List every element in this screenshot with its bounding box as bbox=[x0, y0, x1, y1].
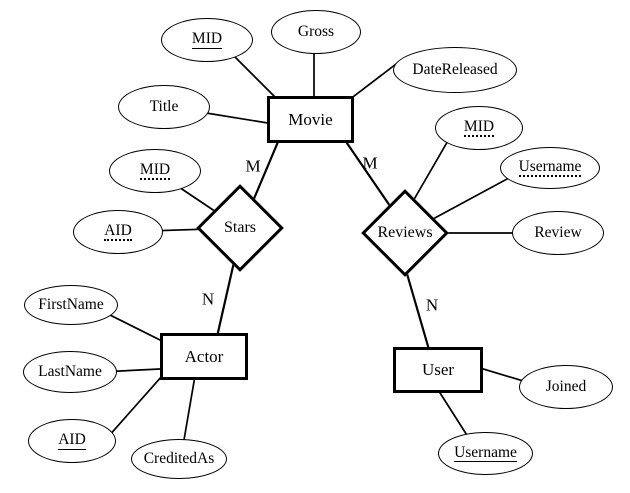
attribute-title: Title bbox=[118, 85, 210, 129]
attribute-username-user: Username bbox=[438, 432, 533, 475]
attribute-label: CreditedAs bbox=[143, 449, 215, 467]
attribute-label: MID bbox=[191, 30, 223, 49]
attribute-label: MID bbox=[463, 119, 495, 138]
attribute-aid-actor: AID bbox=[28, 419, 116, 463]
attribute-lastname: LastName bbox=[23, 351, 117, 393]
attribute-label: MID bbox=[139, 162, 171, 181]
connector-username-user bbox=[434, 384, 471, 441]
cardinality-movie-reviews: M bbox=[362, 153, 378, 173]
cardinality-movie-stars: M bbox=[245, 156, 261, 176]
attribute-firstname: FirstName bbox=[24, 285, 118, 325]
attribute-datereleased: DateReleased bbox=[393, 47, 517, 93]
attribute-gross: Gross bbox=[271, 10, 361, 54]
attribute-label: LastName bbox=[38, 362, 102, 380]
attribute-joined: Joined bbox=[519, 365, 613, 409]
attribute-label: Review bbox=[534, 223, 582, 241]
attribute-label: Username bbox=[518, 159, 582, 178]
entity-user-label: User bbox=[421, 360, 455, 379]
attribute-label: Title bbox=[149, 97, 179, 115]
attribute-username-reviews: Username bbox=[500, 147, 600, 189]
entity-actor: Actor bbox=[160, 333, 248, 380]
connector-username-reviews bbox=[419, 171, 521, 227]
attribute-creditedas: CreditedAs bbox=[131, 439, 227, 479]
entity-actor-label: Actor bbox=[184, 346, 224, 366]
connector-title-movie bbox=[199, 111, 281, 126]
attribute-mid-stars: MID bbox=[109, 149, 201, 193]
attribute-label: Joined bbox=[545, 377, 587, 395]
attribute-review: Review bbox=[512, 211, 604, 255]
attribute-label: Username bbox=[454, 443, 517, 463]
attribute-label: AID bbox=[58, 431, 86, 450]
attribute-label: AID bbox=[104, 223, 132, 242]
attribute-mid-reviews: MID bbox=[435, 106, 523, 150]
attribute-label: DateReleased bbox=[412, 60, 498, 78]
attribute-aid-stars: AID bbox=[73, 210, 163, 254]
attribute-label: FirstName bbox=[38, 295, 104, 313]
entity-user: User bbox=[393, 347, 483, 393]
relationship-stars-label: Stars bbox=[224, 219, 256, 236]
entity-movie: Movie bbox=[267, 96, 354, 143]
entity-movie-label: Movie bbox=[288, 109, 333, 129]
cardinality-stars-actor: N bbox=[201, 289, 215, 309]
connector-reviews-user bbox=[401, 259, 434, 361]
cardinality-reviews-user: N bbox=[425, 295, 439, 315]
attribute-label: Gross bbox=[297, 22, 335, 40]
connector-creditedas-actor bbox=[183, 369, 197, 441]
attribute-mid-movie: MID bbox=[161, 18, 253, 62]
connector-datereleased-movie bbox=[344, 60, 401, 104]
relationship-reviews-label: Reviews bbox=[377, 224, 433, 241]
